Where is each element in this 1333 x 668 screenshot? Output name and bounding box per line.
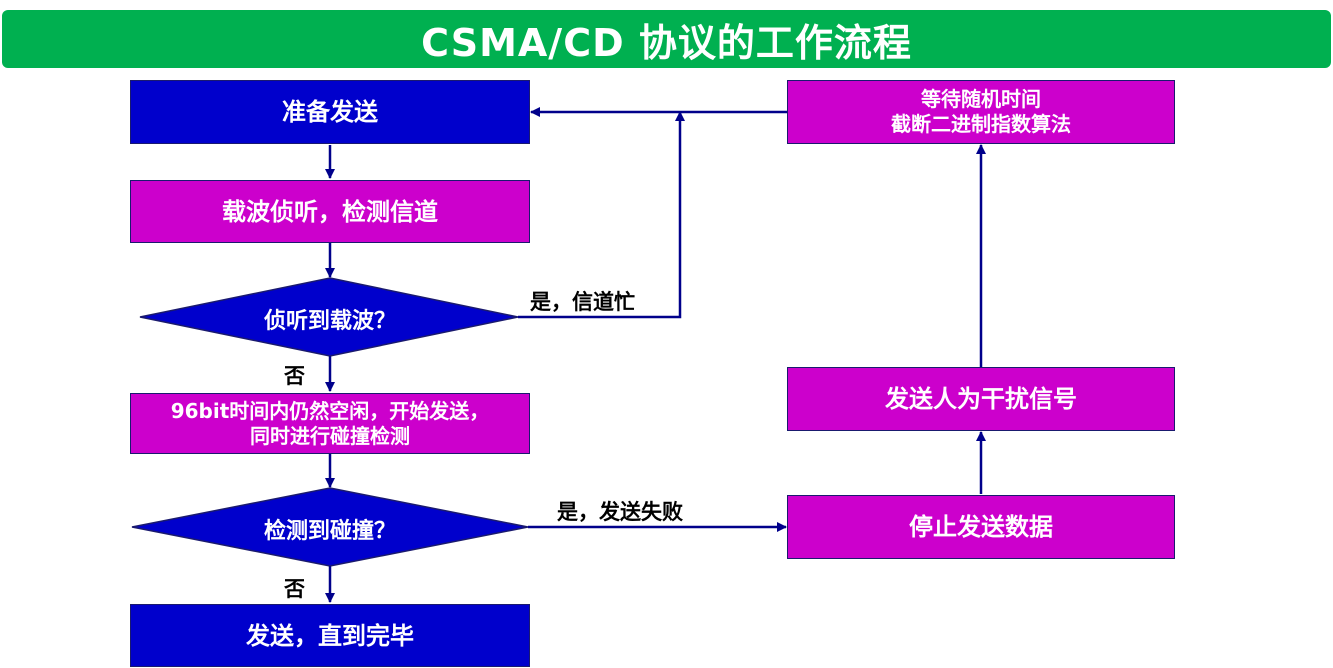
node-stop-send-label: 停止发送数据	[909, 513, 1053, 541]
node-idle-send: 96bit时间内仍然空闲，开始发送， 同时进行碰撞检测	[130, 393, 530, 454]
edge-label-busy: 是，信道忙	[530, 290, 635, 314]
node-sense-carrier-question: 侦听到载波？	[263, 309, 396, 334]
node-collision-question: 检测到碰撞？	[263, 519, 396, 544]
edge-label-no-1: 否	[284, 364, 305, 388]
title-bar: CSMA/CD 协议的工作流程	[2, 10, 1331, 68]
node-stop-send: 停止发送数据	[787, 495, 1175, 559]
node-send-until-done-label: 发送，直到完毕	[246, 621, 414, 650]
page-title: CSMA/CD 协议的工作流程	[421, 20, 912, 65]
node-prepare-send-label: 准备发送	[282, 98, 378, 126]
node-prepare-send: 准备发送	[130, 80, 530, 144]
node-idle-send-line1: 96bit时间内仍然空闲，开始发送，	[170, 398, 490, 423]
node-backoff: 等待随机时间 截断二进制指数算法	[787, 80, 1175, 144]
arrow-busy-loop	[518, 111, 685, 319]
node-backoff-line2: 截断二进制指数算法	[891, 112, 1071, 136]
node-backoff-line1: 等待随机时间	[921, 87, 1041, 111]
node-send-until-done: 发送，直到完毕	[130, 604, 530, 667]
edge-label-fail: 是，发送失败	[557, 500, 683, 524]
node-jam-signal: 发送人为干扰信号	[787, 367, 1175, 431]
node-carrier-sense-label: 载波侦听，检测信道	[222, 197, 438, 226]
node-jam-signal-label: 发送人为干扰信号	[885, 385, 1077, 413]
edge-label-no-2: 否	[284, 577, 305, 601]
node-carrier-sense: 载波侦听，检测信道	[130, 180, 530, 243]
node-idle-send-line2: 同时进行碰撞检测	[250, 423, 410, 448]
